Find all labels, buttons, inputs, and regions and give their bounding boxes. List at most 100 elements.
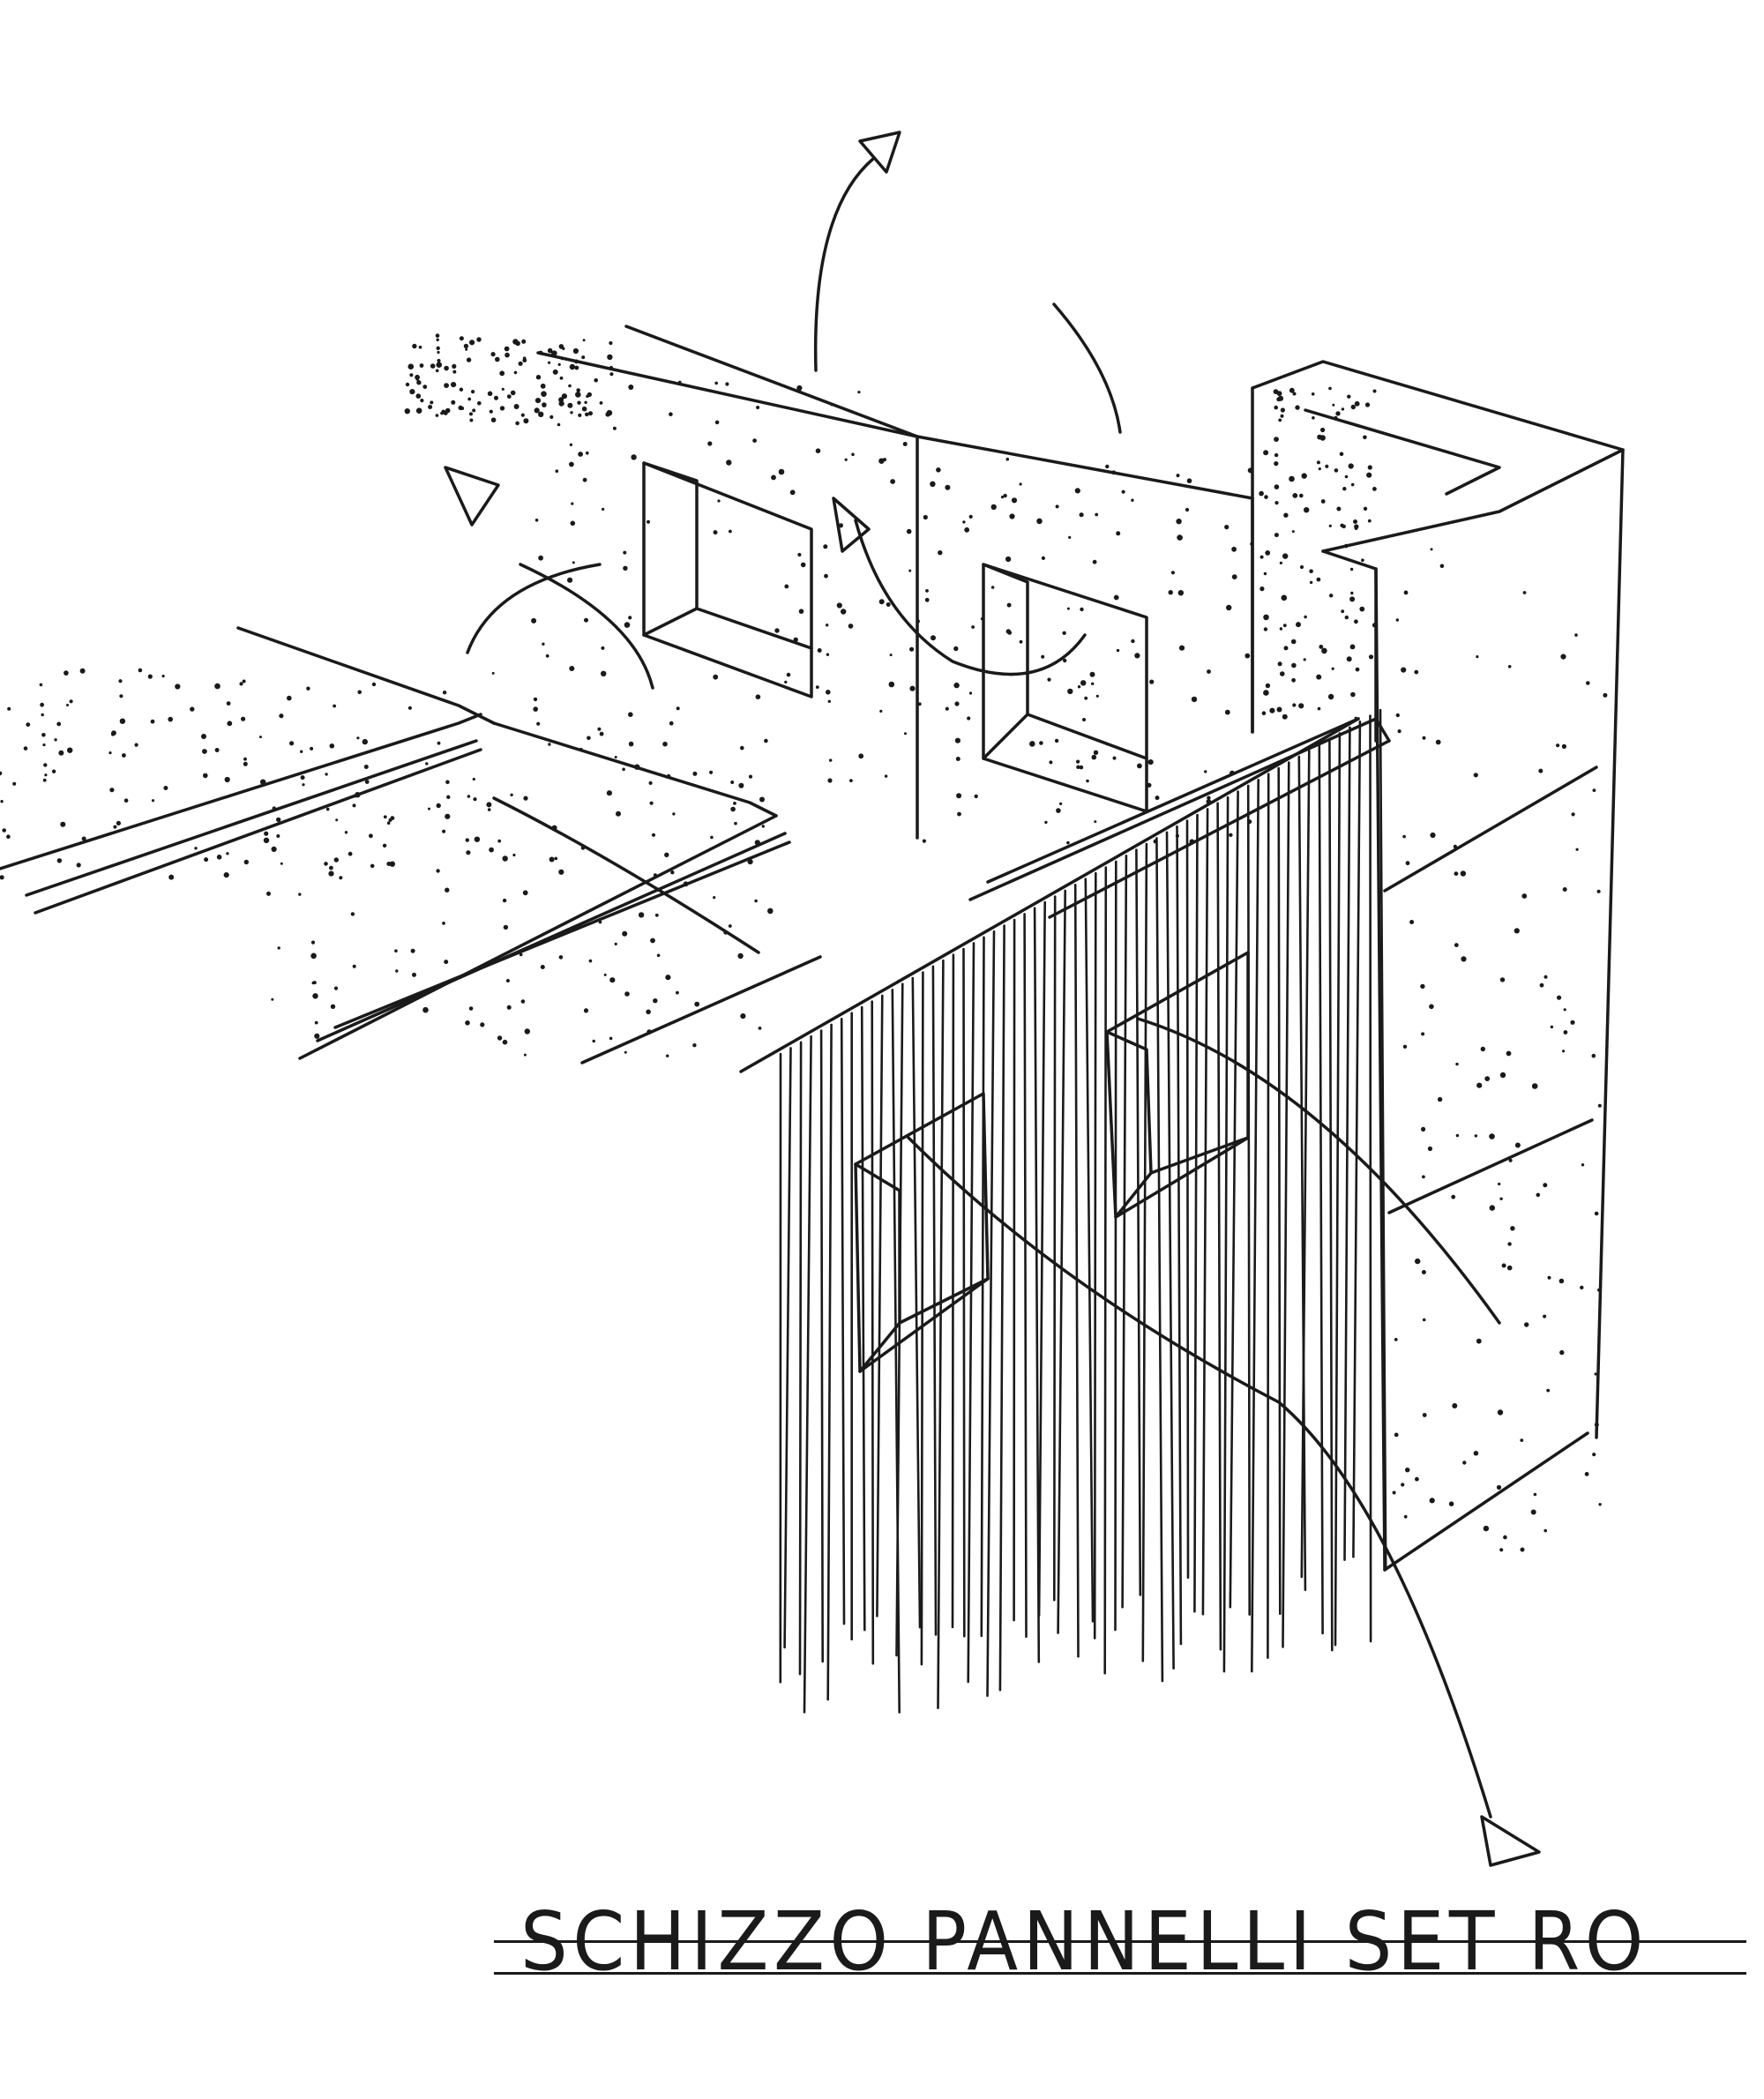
stipple-dot bbox=[547, 347, 553, 354]
stipple-dot bbox=[1056, 808, 1061, 813]
stipple-dot bbox=[549, 856, 555, 863]
stipple-dot bbox=[224, 776, 230, 783]
stipple-dot bbox=[628, 741, 634, 747]
stipple-dot bbox=[957, 811, 961, 817]
stipple-dot bbox=[609, 372, 614, 377]
stipple-dot bbox=[390, 816, 395, 820]
stipple-dot bbox=[555, 469, 559, 473]
stipple-dot bbox=[1006, 602, 1012, 608]
stipple-dot bbox=[1367, 519, 1372, 523]
stipple-dot bbox=[502, 898, 507, 903]
stipple-dot bbox=[1336, 506, 1342, 512]
stipple-dot bbox=[42, 743, 46, 747]
stipple-dot bbox=[752, 438, 757, 443]
stipple-dot bbox=[945, 706, 949, 711]
stipple-dot bbox=[76, 863, 81, 868]
stipple-dot bbox=[499, 370, 505, 377]
stipple-dot bbox=[504, 346, 510, 352]
stipple-dot bbox=[150, 719, 155, 724]
stipple-dot bbox=[1363, 435, 1367, 440]
stipple-dot bbox=[1507, 1242, 1512, 1246]
louvre-strip bbox=[1267, 773, 1270, 1659]
stipple-dot bbox=[1283, 512, 1289, 518]
stipple-dot bbox=[1019, 482, 1022, 486]
stipple-dot bbox=[39, 683, 43, 687]
stipple-dot bbox=[540, 383, 546, 389]
stipple-dot bbox=[405, 382, 410, 387]
stipple-dot bbox=[538, 411, 544, 417]
stipple-dot bbox=[906, 528, 912, 534]
stipple-dot bbox=[815, 448, 821, 453]
stipple-dot bbox=[648, 781, 653, 786]
stipple-dot bbox=[669, 412, 673, 417]
stipple-dot bbox=[1402, 834, 1406, 839]
stipple-dot bbox=[572, 561, 575, 564]
stipple-dot bbox=[713, 674, 719, 680]
stipple-dot bbox=[395, 969, 399, 973]
louvre-strip bbox=[1277, 766, 1282, 1616]
stipple-dot bbox=[109, 788, 115, 793]
stipple-dot bbox=[1543, 1183, 1548, 1188]
stipple-dot bbox=[1530, 1509, 1536, 1515]
stipple-dot bbox=[486, 802, 492, 808]
stipple-dot bbox=[576, 388, 580, 392]
stipple-dot bbox=[515, 340, 520, 347]
stipple-dot bbox=[300, 750, 303, 753]
stipple-dot bbox=[1366, 472, 1372, 478]
stipple-dot bbox=[756, 406, 760, 409]
stipple-dot bbox=[1170, 571, 1175, 575]
stipple-dot bbox=[676, 706, 680, 711]
stipple-dot bbox=[1341, 609, 1345, 614]
louvre-strip bbox=[798, 1041, 803, 1676]
stipple-dot bbox=[586, 451, 589, 455]
stipple-dot bbox=[1005, 556, 1012, 563]
louvre-strip bbox=[1023, 913, 1028, 1638]
stipple-dot bbox=[598, 920, 602, 924]
stipple-dot bbox=[314, 1020, 318, 1025]
louvre-strip bbox=[1057, 889, 1066, 1634]
stipple-dot bbox=[203, 773, 208, 779]
stipple-dot bbox=[64, 670, 69, 676]
stipple-dot bbox=[624, 622, 631, 628]
stipple-dot bbox=[1093, 750, 1099, 755]
stipple-dot bbox=[1395, 713, 1401, 718]
stipple-dot bbox=[1089, 671, 1095, 677]
stipple-dot bbox=[827, 778, 833, 783]
stipple-dot bbox=[1430, 832, 1436, 839]
stipple-dot bbox=[614, 942, 617, 945]
stipple-dot bbox=[409, 373, 414, 377]
stipple-dot bbox=[490, 352, 496, 357]
stipple-dot bbox=[298, 893, 302, 896]
stipple-dot bbox=[583, 1008, 589, 1013]
stipple-dot bbox=[1329, 594, 1334, 598]
stipple-dot bbox=[740, 745, 744, 751]
stipple-dot bbox=[324, 862, 328, 866]
stipple-dot bbox=[1259, 490, 1264, 497]
stipple-dot bbox=[536, 721, 541, 726]
stipple-dot bbox=[577, 400, 581, 405]
stipple-dot bbox=[1328, 524, 1332, 527]
stipple-dot bbox=[204, 857, 209, 863]
louvre-strip bbox=[967, 942, 975, 1684]
stipple-dot bbox=[260, 779, 266, 785]
louvre-strip bbox=[911, 976, 922, 1629]
stipple-dot bbox=[1575, 848, 1579, 851]
louvre-strip bbox=[931, 965, 938, 1636]
stipple-dot bbox=[7, 706, 11, 711]
stipple-dot bbox=[1279, 561, 1282, 565]
stipple-dot bbox=[1403, 590, 1409, 595]
stipple-dot bbox=[226, 852, 229, 855]
stipple-dot bbox=[1473, 1451, 1479, 1456]
stipple-dot bbox=[990, 586, 995, 589]
stipple-dot bbox=[223, 872, 229, 878]
stipple-dot bbox=[506, 394, 512, 399]
stipple-dot bbox=[582, 477, 587, 482]
stipple-dot bbox=[1292, 493, 1298, 498]
stipple-dot bbox=[1147, 782, 1152, 788]
stipple-dot bbox=[1394, 1432, 1399, 1438]
stipple-dot bbox=[797, 552, 802, 557]
stipple-dot bbox=[886, 602, 891, 607]
louvre-strip bbox=[1135, 848, 1142, 1596]
stipple-dot bbox=[534, 519, 539, 522]
stipple-dot bbox=[726, 459, 732, 466]
